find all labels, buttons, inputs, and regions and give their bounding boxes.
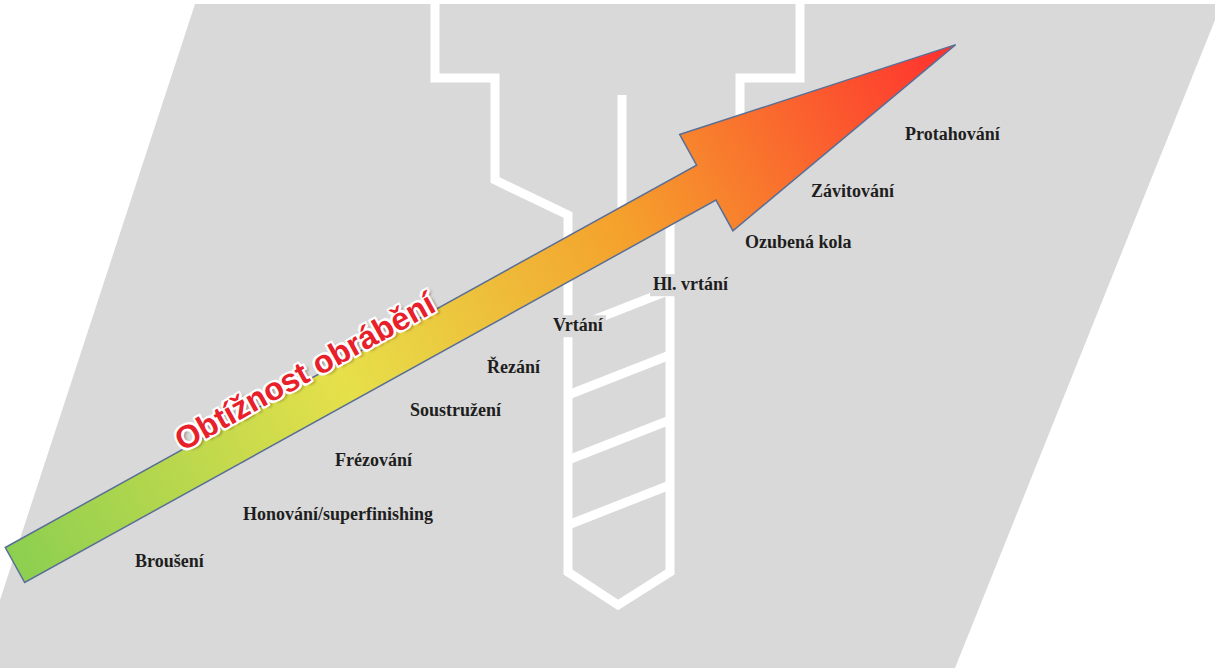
operation-label: Ozubená kola bbox=[742, 232, 855, 254]
difficulty-arrow bbox=[0, 0, 982, 613]
operation-label: Honování/superfinishing bbox=[240, 504, 436, 526]
operation-label: Frézování bbox=[332, 450, 415, 472]
operation-label: Řezání bbox=[484, 357, 543, 379]
operation-label: Hl. vrtání bbox=[650, 274, 731, 296]
background-parallelogram bbox=[0, 4, 1215, 668]
operation-label: Soustružení bbox=[407, 400, 504, 422]
operation-label: Protahování bbox=[902, 124, 1003, 146]
operation-label: Vrtání bbox=[550, 315, 606, 337]
operation-label: Broušení bbox=[132, 551, 207, 573]
operation-label: Závitování bbox=[808, 181, 897, 203]
